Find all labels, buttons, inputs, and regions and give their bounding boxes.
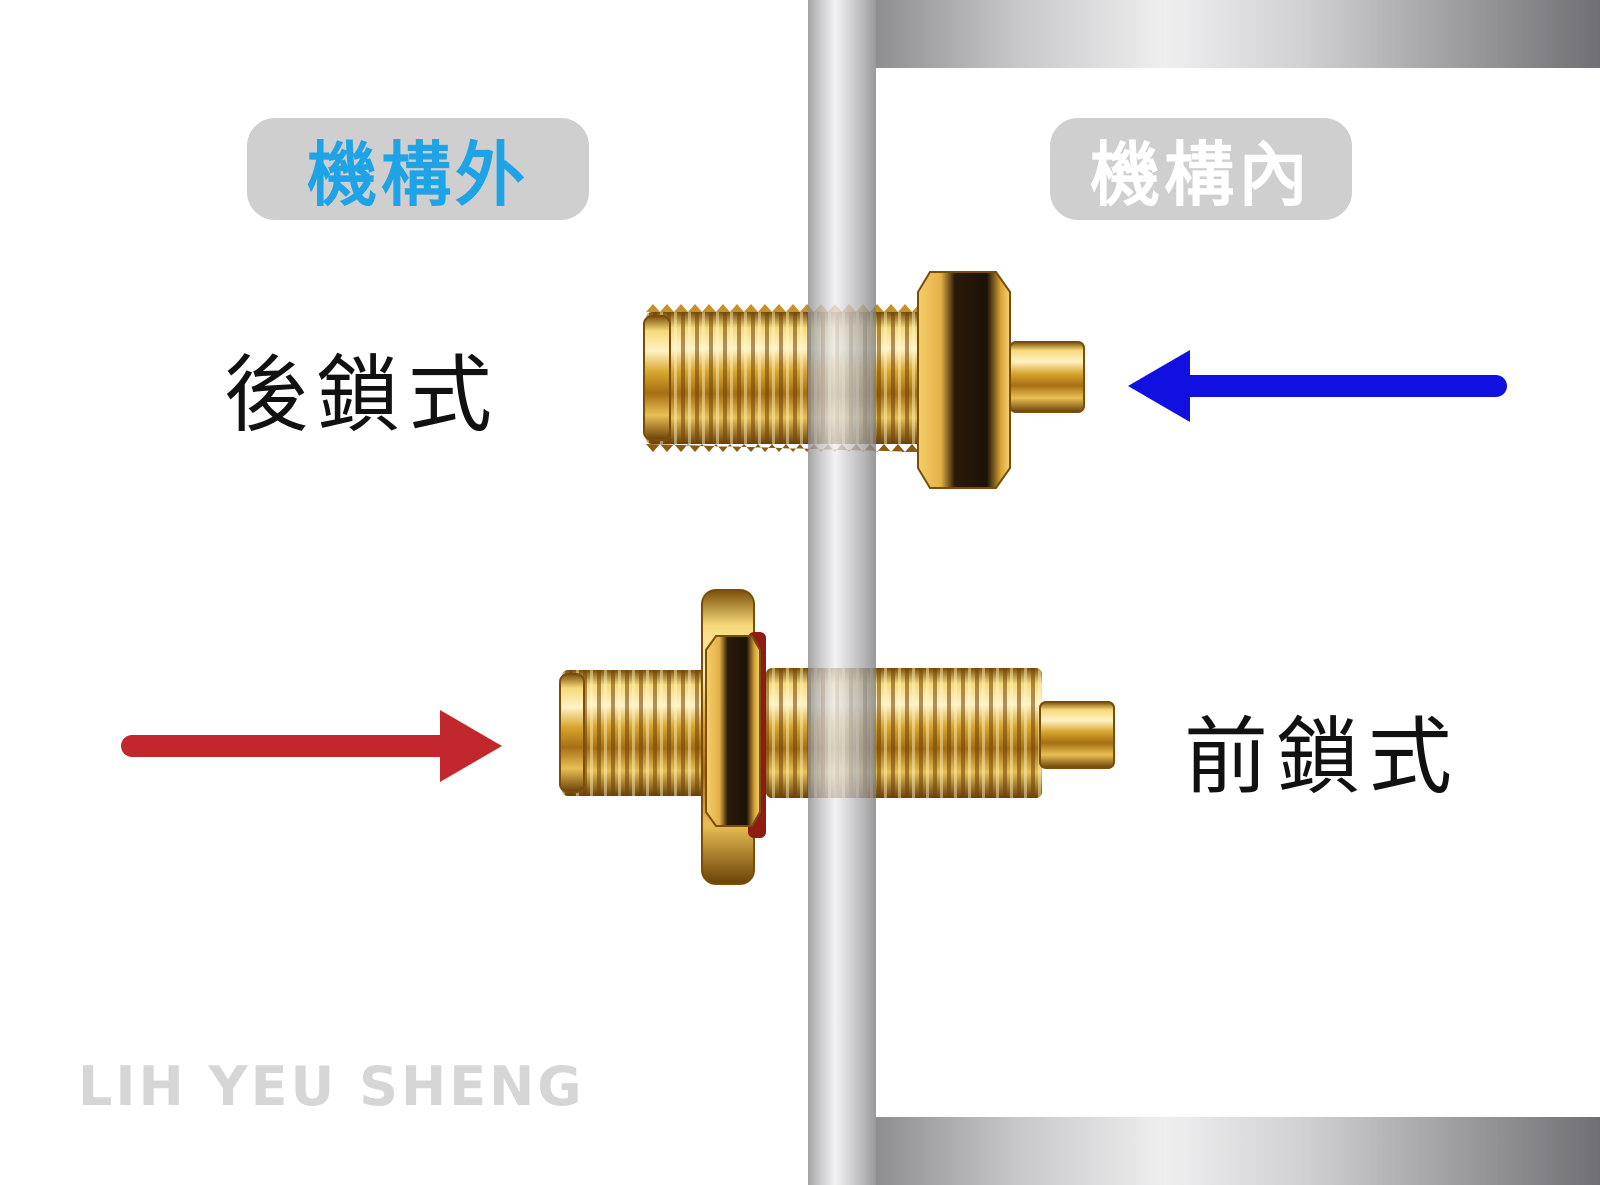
inside-region-label: 機構內: [1050, 118, 1352, 220]
mechanism-panel-wall: [808, 0, 876, 1185]
outside-region-label: 機構外: [247, 118, 589, 220]
rear-connector-front-collar: [643, 315, 671, 441]
outside-region-text: 機構外: [307, 133, 529, 216]
rear-lock-arrow: [1128, 350, 1507, 422]
front-connector-hex-nut: [705, 635, 761, 827]
panel-top-band: [876, 0, 1600, 68]
rear-connector-pin: [1009, 341, 1085, 413]
rear-lock-label: 後鎖式: [224, 346, 501, 444]
front-connector-front-collar: [559, 673, 585, 793]
front-lock-label: 前鎖式: [1184, 708, 1461, 806]
brand-watermark: LIH YEU SHENG: [78, 1055, 585, 1118]
inside-region-text: 機構內: [1090, 133, 1312, 216]
rear-connector-hex-nut: [917, 271, 1011, 489]
panel-bottom-band: [876, 1117, 1600, 1185]
front-lock-arrow: [121, 710, 502, 782]
front-connector-pin: [1039, 701, 1115, 769]
